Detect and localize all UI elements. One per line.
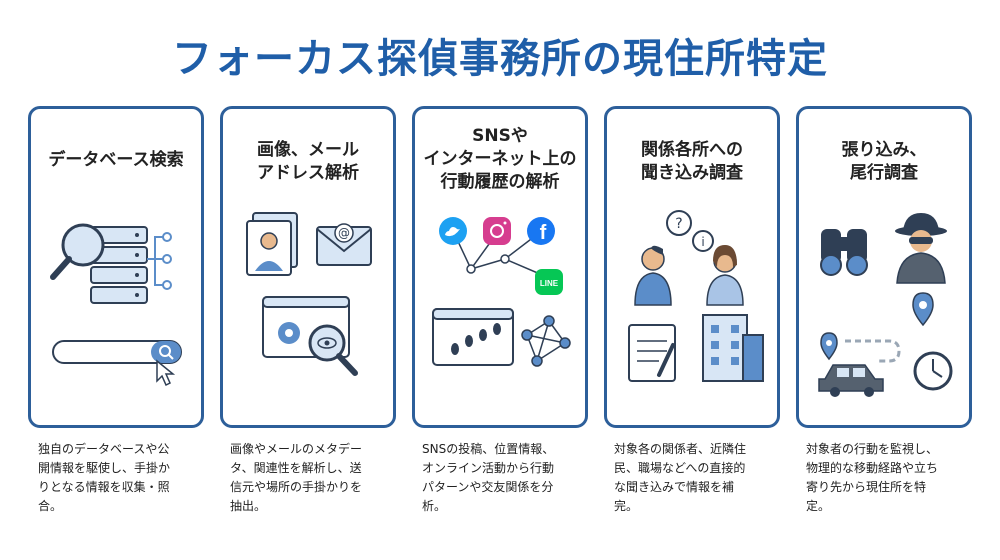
question-bubble-icon: ?: [666, 210, 692, 236]
description-line: 合。: [38, 499, 63, 513]
description-line: 開情報を駆使し、手掛か: [38, 461, 171, 475]
card-title-line: アドレス解析: [257, 163, 359, 183]
card-image-email-analysis: 画像、メール アドレス解析 @: [220, 106, 396, 428]
card-title-line: 関係各所への: [641, 140, 743, 160]
description-line: SNSの投稿、位置情報、: [422, 442, 555, 456]
card-title: 関係各所への 聞き込み調査: [607, 139, 777, 185]
svg-text:LINE: LINE: [540, 279, 559, 288]
description-line: 完。: [614, 499, 639, 513]
card-title-line: 聞き込み調査: [641, 163, 743, 183]
description-line: 民、職場などへの直接的: [614, 461, 746, 475]
email-at-icon: @: [316, 223, 372, 266]
description-line: 信元や場所の手掛かりを: [230, 480, 363, 494]
description-interview-investigation: 対象各の関係者、近隣住 民、職場などへの直接的 な聞き込みで情報を補 完。: [614, 440, 794, 516]
route-icon: [845, 339, 901, 363]
clock-icon: [913, 351, 953, 391]
description-database-search: 独自のデータベースや公 開情報を駆使し、手掛か りとなる情報を収集・照 合。: [38, 440, 218, 516]
svg-text:@: @: [338, 226, 350, 240]
page-title: フォーカス探偵事務所の現住所特定: [172, 36, 828, 82]
description-line: オンライン活動から行動: [422, 461, 555, 475]
card-title-line: SNSや: [472, 126, 528, 146]
description-image-email-analysis: 画像やメールのメタデー タ、関連性を解析し、送 信元や場所の手掛かりを 抽出。: [230, 440, 410, 516]
card-database-search: データベース検索: [28, 106, 204, 428]
instagram-icon: [483, 217, 511, 245]
description-line: 抽出。: [230, 499, 267, 513]
info-bubble-icon: i: [692, 230, 714, 252]
card-title-line: インターネット上の: [423, 149, 577, 169]
card-title: SNSや インターネット上の 行動履歴の解析: [415, 125, 585, 194]
magnifier-icon: [50, 223, 105, 280]
notepad-icon: [628, 324, 676, 382]
card-title-line: 張り込み、: [841, 140, 927, 160]
photo-person-icon: [246, 212, 298, 276]
card-title-line: 画像、メール: [257, 140, 359, 160]
interviewer-person-icon: [634, 245, 672, 306]
method-descriptions: 独自のデータベースや公 開情報を駆使し、手掛か りとなる情報を収集・照 合。 画…: [28, 440, 972, 550]
building-icon: [702, 314, 764, 382]
cursor-icon: [156, 359, 176, 387]
svg-text:f: f: [540, 222, 547, 244]
card-title-line: 尾行調査: [850, 163, 918, 183]
detective-icon: [895, 213, 947, 284]
car-icon: [818, 364, 884, 397]
card-title-line: データベース検索: [48, 150, 184, 170]
network-branch-icon: [147, 232, 172, 290]
method-cards: データベース検索: [28, 106, 972, 428]
description-line: 対象各の関係者、近隣住: [614, 442, 747, 456]
description-line: な聞き込みで情報を補: [614, 480, 735, 494]
description-line: りとなる情報を収集・照: [38, 480, 170, 494]
description-line: 寄り先から現住所を特: [806, 480, 927, 494]
description-line: 定。: [806, 499, 831, 513]
description-line: 物理的な移動経路や立ち: [806, 461, 939, 475]
description-line: タ、関連性を解析し、送: [230, 461, 362, 475]
card-surveillance-tailing: 張り込み、 尾行調査: [796, 106, 972, 428]
description-line: 析。: [422, 499, 447, 513]
card-title-line: 行動履歴の解析: [440, 172, 560, 192]
description-line: 独自のデータベースや公: [38, 442, 170, 456]
card-title: データベース検索: [31, 149, 201, 172]
description-line: パターンや交友関係を分: [422, 480, 554, 494]
card-interview-investigation: 関係各所への 聞き込み調査 ? i: [604, 106, 780, 428]
description-sns-analysis: SNSの投稿、位置情報、 オンライン活動から行動 パターンや交友関係を分 析。: [422, 440, 602, 516]
card-sns-analysis: SNSや インターネット上の 行動履歴の解析 f: [412, 106, 588, 428]
card-title: 画像、メール アドレス解析: [223, 139, 393, 185]
footprints-browser-icon: [432, 308, 514, 366]
search-bar-icon: [52, 340, 182, 364]
svg-text:i: i: [701, 235, 704, 249]
card-title: 張り込み、 尾行調査: [799, 139, 969, 185]
line-icon: LINE: [535, 269, 563, 295]
facebook-icon: f: [527, 217, 555, 245]
svg-text:?: ?: [675, 216, 682, 232]
map-pin-icon: [820, 292, 934, 361]
description-line: 画像やメールのメタデー: [230, 442, 363, 456]
description-surveillance-tailing: 対象者の行動を監視し、 物理的な移動経路や立ち 寄り先から現住所を特 定。: [806, 440, 986, 516]
twitter-icon: [439, 217, 467, 245]
server-stack-icon: [90, 226, 148, 304]
magnifier-eye-icon: [308, 324, 358, 376]
description-line: 対象者の行動を監視し、: [806, 442, 939, 456]
network-graph-icon: [521, 315, 571, 367]
binoculars-icon: [820, 229, 868, 276]
witness-person-icon: [706, 245, 744, 306]
